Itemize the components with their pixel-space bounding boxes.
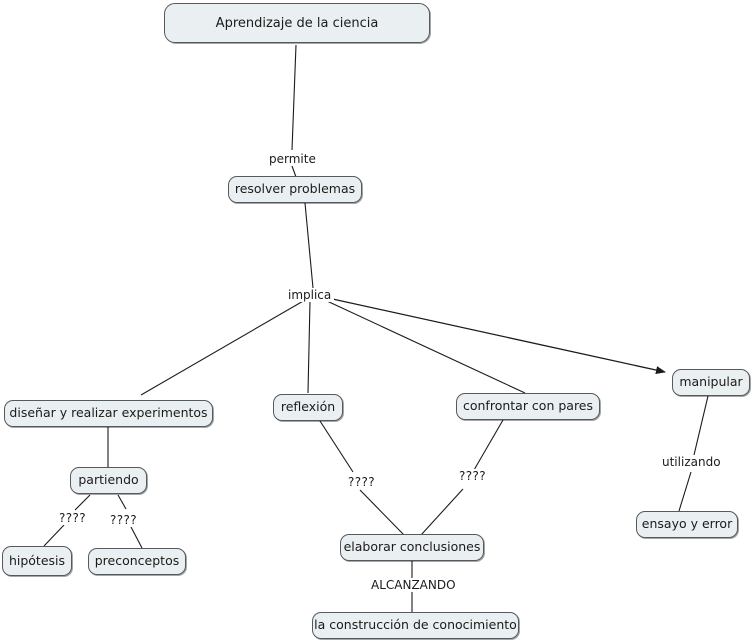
node-aprendizaje-de-la-ciencia[interactable]: Aprendizaje de la ciencia	[164, 3, 430, 43]
edge-confrontar-q	[473, 419, 504, 471]
node-reflexion[interactable]: reflexión	[273, 394, 343, 421]
edge-label-permite: permite	[266, 152, 319, 166]
node-label: manipular	[679, 374, 743, 390]
edge-label-text: ????	[348, 475, 376, 489]
edge-manipular-utilizando	[693, 395, 709, 456]
edge-utilizando-ensayo	[678, 471, 692, 512]
edge-q-elaborar-left	[359, 489, 405, 536]
node-label: resolver problemas	[234, 181, 356, 197]
node-resolver-problemas[interactable]: resolver problemas	[228, 176, 362, 203]
node-elaborar-conclusiones[interactable]: elaborar conclusiones	[340, 534, 484, 561]
node-hipotesis[interactable]: hipótesis	[2, 546, 72, 576]
node-label: ensayo y error	[641, 516, 733, 532]
edge-label-text: implica	[288, 288, 332, 302]
edge-aprendizaje-permite	[291, 44, 297, 151]
edge-label-utilizando: utilizando	[659, 455, 724, 469]
edge-q-preconceptos-preconceptos	[130, 526, 143, 549]
edge-label-text: utilizando	[662, 455, 721, 469]
edge-label-alcanzando: ALCANZANDO	[368, 578, 459, 592]
edge-label-confrontar-question: ????	[456, 469, 490, 483]
edge-permite-resolver	[291, 165, 297, 178]
edge-partiendo-q-hipotesis	[74, 494, 91, 511]
node-label: diseñar y realizar experimentos	[9, 405, 208, 421]
edge-label-implica: implica	[285, 288, 335, 302]
node-confrontar-con-pares[interactable]: confrontar con pares	[456, 393, 600, 420]
edge-label-text: ????	[59, 511, 87, 525]
node-la-construccion-de-conocimiento[interactable]: la construcción de conocimiento	[312, 612, 519, 639]
edge-implica-manipular	[327, 297, 666, 374]
edge-partiendo-q-preconceptos	[117, 494, 127, 510]
node-label: confrontar con pares	[462, 398, 594, 414]
edge-resolver-implica	[304, 202, 314, 289]
edge-implica-confrontar	[326, 300, 526, 394]
node-label: preconceptos	[94, 553, 180, 569]
edge-label-text: ALCANZANDO	[371, 578, 456, 592]
edge-label-hipotesis-question: ????	[56, 511, 90, 525]
node-disenar-y-realizar-experimentos[interactable]: diseñar y realizar experimentos	[4, 400, 213, 427]
node-label: hipótesis	[8, 552, 66, 568]
edge-q-hipotesis-hipotesis	[43, 524, 65, 547]
edge-label-text: ????	[110, 513, 138, 527]
node-label: Aprendizaje de la ciencia	[215, 15, 379, 31]
node-manipular[interactable]: manipular	[672, 369, 750, 396]
node-label: partiendo	[78, 472, 139, 488]
edge-implica-reflexion	[307, 300, 311, 394]
edge-reflexion-q	[319, 420, 354, 473]
node-label: elaborar conclusiones	[343, 539, 481, 555]
edge-label-text: permite	[269, 152, 316, 166]
edge-label-preconceptos-question: ????	[107, 513, 141, 527]
node-label: reflexión	[280, 399, 336, 415]
node-label: la construcción de conocimiento	[314, 617, 517, 633]
edge-implica-disenar	[140, 299, 306, 396]
node-ensayo-y-error[interactable]: ensayo y error	[636, 511, 738, 538]
edge-q-elaborar-right	[420, 488, 464, 536]
edge-label-reflexion-question: ????	[345, 475, 379, 489]
node-preconceptos[interactable]: preconceptos	[88, 548, 186, 575]
edge-label-text: ????	[459, 469, 487, 483]
node-partiendo[interactable]: partiendo	[70, 467, 147, 494]
